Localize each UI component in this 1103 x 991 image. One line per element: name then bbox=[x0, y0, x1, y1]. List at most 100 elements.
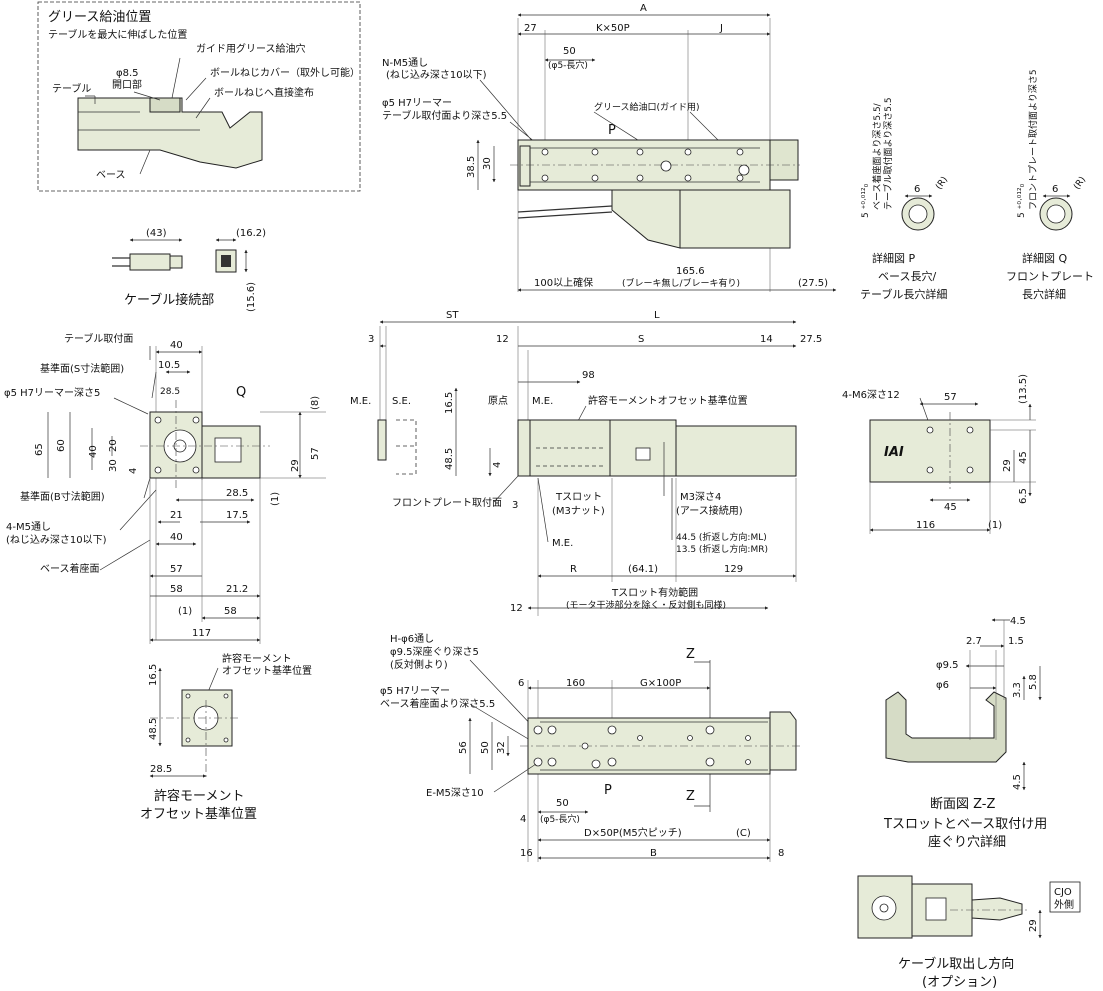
bottom-slot-hole bbox=[591, 759, 601, 769]
front-175: 17.5 bbox=[226, 510, 248, 521]
top-grease-port-hole bbox=[738, 164, 750, 176]
side-98: 98 bbox=[582, 370, 595, 381]
detail-q-sub2: 長穴詳細 bbox=[1022, 287, 1066, 301]
rear-bottom-ext bbox=[869, 482, 991, 534]
cable-dim-156-label: (15.6) bbox=[246, 282, 257, 312]
rear-m6-hole bbox=[926, 426, 934, 434]
detail-q-6: 6 bbox=[1052, 184, 1058, 195]
grease-inner-lines bbox=[78, 111, 200, 131]
bottom-z-bottom: Z bbox=[686, 789, 695, 804]
rear-m6: 4-M6深さ12 bbox=[842, 389, 900, 401]
front-dims-bottom bbox=[150, 576, 260, 596]
section-sub1: Tスロットとベース取付け用 bbox=[883, 817, 1047, 832]
detail-q-tol: 5 ⁺⁰·⁰¹²₀ bbox=[1017, 183, 1027, 218]
bottom-50b: 50 bbox=[556, 798, 569, 809]
detail-p-title: 詳細図 P bbox=[872, 251, 915, 265]
side-front-face: フロントプレート取付面 bbox=[392, 496, 502, 509]
top-end-cap bbox=[769, 139, 799, 181]
section-58: 5.8 bbox=[1028, 674, 1039, 690]
detail-p-6: 6 bbox=[914, 184, 920, 195]
front-m5: 4-M5通し bbox=[6, 521, 51, 533]
front-ref-s: 基準面(S寸法範囲) bbox=[40, 362, 124, 375]
rear-57: 57 bbox=[944, 392, 957, 403]
top-dim-27: 27 bbox=[524, 23, 537, 34]
rear-135: (13.5) bbox=[1018, 374, 1029, 404]
top-grease-port-hole bbox=[660, 160, 672, 172]
cable-dim-43-label: (43) bbox=[146, 228, 167, 239]
moment-485: 48.5 bbox=[148, 718, 159, 740]
detail-p-inner bbox=[908, 204, 928, 224]
top-hole bbox=[736, 148, 744, 156]
detail-q-r: (R) bbox=[1072, 175, 1088, 192]
bottom-m5-hole bbox=[745, 735, 751, 741]
front-40-bottom: 40 bbox=[170, 532, 183, 543]
front-285: 28.5 bbox=[226, 488, 248, 499]
rear-m6-hole bbox=[966, 426, 974, 434]
front-40-top: 40 bbox=[170, 340, 183, 351]
front-30: 30 bbox=[108, 459, 119, 472]
front-117: 117 bbox=[192, 628, 211, 639]
front-65: 65 bbox=[34, 443, 45, 456]
rear-1: (1) bbox=[988, 520, 1002, 531]
top-grease-port: グリース給油口(ガイド用) bbox=[594, 101, 700, 113]
front-8: (8) bbox=[310, 396, 321, 410]
side-165: 16.5 bbox=[444, 392, 455, 414]
section-sub2: 座ぐり穴詳細 bbox=[928, 834, 1006, 850]
top-hole bbox=[684, 148, 692, 156]
front-58b: 58 bbox=[224, 606, 237, 617]
top-n-m5: N-M5通し bbox=[382, 57, 428, 69]
front-reamer: φ5 H7リーマー深さ5 bbox=[4, 387, 100, 399]
section-right-dims bbox=[1024, 666, 1040, 700]
cableout-title: ケーブル取出し方向 bbox=[898, 956, 1014, 972]
detail-p: 5 ⁺⁰·⁰¹²₀ ベース着座面より深さ5.5/ テーブル取付面より深さ5.5 … bbox=[860, 97, 950, 301]
cableout-boss-inner bbox=[879, 903, 889, 913]
front-table-face: テーブル取付面 bbox=[64, 332, 133, 345]
front-connector bbox=[214, 437, 242, 463]
section-ext bbox=[969, 620, 1005, 740]
front-57: 57 bbox=[310, 447, 321, 460]
side-275: 27.5 bbox=[800, 334, 822, 345]
bottom-p-marker: P bbox=[604, 783, 612, 798]
grease-table-leader bbox=[85, 95, 96, 104]
top-hole bbox=[636, 174, 644, 182]
bottom-reamer-sub: ベース着座面より深さ5.5 bbox=[380, 697, 495, 710]
bottom-m5-hole bbox=[687, 735, 693, 741]
side-me2: M.E. bbox=[532, 396, 553, 407]
top-hole bbox=[591, 148, 599, 156]
front-right-ext bbox=[260, 411, 326, 479]
top-slot-label: (φ5-長穴) bbox=[548, 59, 588, 71]
cableout-sub: (オプション) bbox=[922, 975, 997, 990]
side-485: 48.5 bbox=[444, 448, 455, 470]
side-129: 129 bbox=[724, 564, 743, 575]
bottom-16: 16 bbox=[520, 848, 533, 859]
side-se-ghost bbox=[396, 419, 417, 475]
top-height-dims bbox=[478, 140, 494, 190]
top-leaders bbox=[479, 79, 745, 167]
detail-p-tol: 5 ⁺⁰·⁰¹²₀ bbox=[861, 183, 871, 218]
section-15: 1.5 bbox=[1008, 636, 1024, 647]
cableout-slider bbox=[857, 875, 913, 939]
grease-base-label: ベース bbox=[96, 169, 126, 181]
top-brake: (ブレーキ無し/ブレーキ有り) bbox=[622, 277, 740, 289]
side-m3: M3深さ4 bbox=[680, 491, 721, 503]
cableout-connector bbox=[925, 897, 947, 921]
bottom-56: 56 bbox=[458, 741, 469, 754]
top-cable bbox=[517, 205, 613, 219]
front-ref-b: 基準面(B寸法範囲) bbox=[20, 490, 105, 503]
section-top-dims bbox=[980, 620, 1010, 646]
rear-65: 6.5 bbox=[1018, 488, 1029, 504]
top-hole bbox=[684, 174, 692, 182]
side-r: R bbox=[570, 564, 577, 575]
section-title: 断面図 Z-Z bbox=[930, 797, 996, 812]
front-bottom-ext bbox=[149, 478, 261, 644]
bottom-m5-hole bbox=[581, 742, 589, 750]
bottom-h6-sub2: (反対側より) bbox=[390, 658, 448, 671]
front-1b: (1) bbox=[178, 606, 192, 617]
cable-plug bbox=[129, 253, 171, 271]
detail-p-sub2: テーブル長穴詳細 bbox=[860, 287, 947, 301]
detail-q-inner bbox=[1046, 204, 1066, 224]
bottom-slot: (φ5-長穴) bbox=[540, 813, 580, 825]
top-front-plate bbox=[519, 145, 531, 187]
section-6: φ6 bbox=[936, 680, 949, 691]
front-20: 20 bbox=[108, 439, 119, 452]
